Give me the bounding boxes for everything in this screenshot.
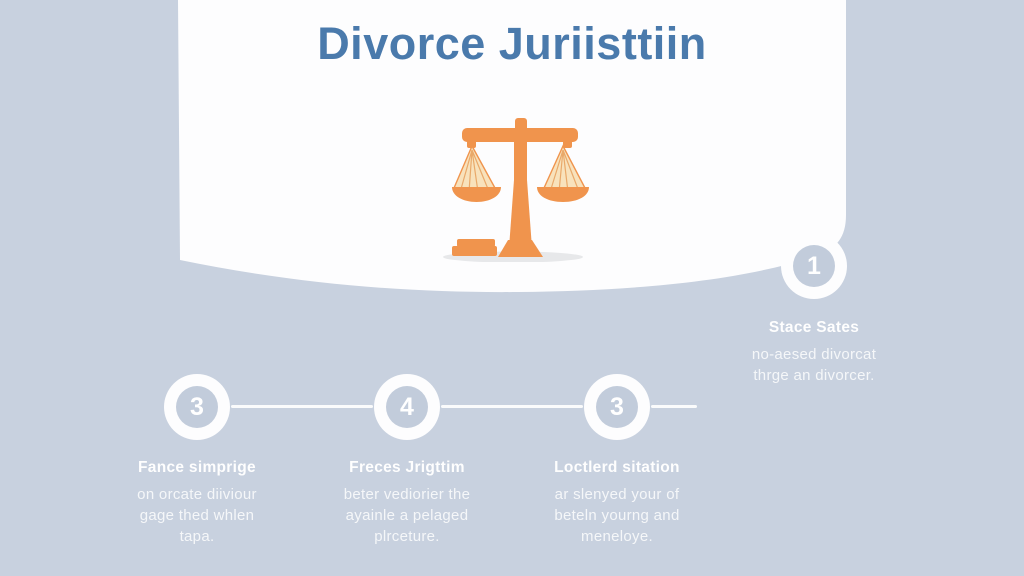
step-circle-disc: 3 — [176, 386, 218, 428]
step-description-line: plrceture. — [374, 528, 440, 545]
step-heading: Fance simprige — [138, 459, 256, 476]
page-title: Divorce Juriisttiin — [317, 18, 707, 69]
scales-of-justice-icon — [443, 118, 589, 262]
timeline-connector — [231, 405, 373, 408]
step-heading: Stace Sates — [768, 319, 860, 336]
step-heading: Freces Jrigttim — [349, 459, 465, 476]
step-description-line: gage thed whlen — [139, 507, 255, 524]
step-circle-disc: 4 — [386, 386, 428, 428]
step-number: 4 — [400, 392, 414, 421]
step-number: 1 — [807, 251, 821, 280]
step-circle-1: 1 — [781, 233, 847, 299]
scales-left-pan — [452, 144, 501, 202]
step-description-line: ayainle a pelaged — [345, 507, 469, 524]
step-description-line: beteln yourng and — [554, 507, 680, 524]
scales-base — [452, 239, 543, 257]
step-circle-3: 4 — [374, 374, 440, 440]
step-description-line: on orcate diiviour — [137, 486, 257, 503]
step-description-line: thrge an divorcer. — [753, 367, 875, 384]
step-description-line: meneloye. — [581, 528, 653, 545]
step-number: 3 — [610, 392, 624, 421]
step-description-line: no-aesed divorcat — [751, 346, 877, 363]
step-circle-disc: 3 — [596, 386, 638, 428]
step-circle-2: 3 — [164, 374, 230, 440]
step-heading: Loctlerd sitation — [554, 459, 680, 476]
step-number: 3 — [190, 392, 204, 421]
scales-post — [509, 118, 532, 248]
scales-right-pan — [537, 144, 589, 202]
step-text-3: Freces Jrigttim beter vediorier the ayai… — [307, 459, 507, 547]
timeline-connector — [651, 405, 697, 408]
step-text-2: Fance simprige on orcate diiviour gage t… — [97, 459, 297, 547]
step-description-line: ar slenyed your of — [554, 486, 680, 503]
scales-beam — [462, 128, 578, 148]
step-description-line: tapa. — [179, 528, 215, 545]
step-text-1: Stace Sates no-aesed divorcat thrge an d… — [714, 319, 914, 386]
step-description-line: beter vediorier the — [343, 486, 471, 503]
timeline-connector — [441, 405, 583, 408]
step-circle-disc: 1 — [793, 245, 835, 287]
step-circle-4: 3 — [584, 374, 650, 440]
step-text-4: Loctlerd sitation ar slenyed your of bet… — [517, 459, 717, 547]
